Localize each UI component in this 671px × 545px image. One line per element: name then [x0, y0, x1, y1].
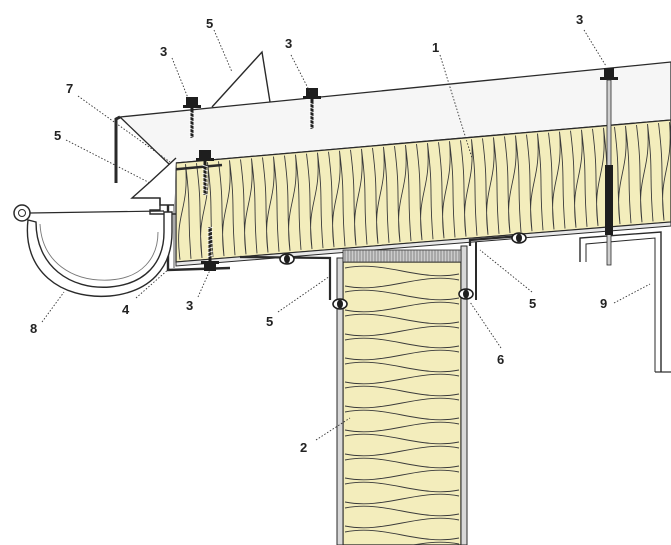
callout-3-top-middle: 3 [285, 36, 292, 51]
gutter-bead-inner [18, 209, 26, 217]
leader-lines [41, 29, 651, 441]
roof-insulation-fibres [178, 122, 671, 260]
wall-panel-right-face [460, 245, 468, 545]
callout-5-top: 5 [206, 16, 213, 31]
bolt-icon [604, 68, 614, 78]
callout-3-bottom: 3 [186, 298, 193, 313]
callout-4: 4 [122, 302, 130, 317]
seal-strip-hatch [344, 250, 460, 262]
gutter-bead [13, 204, 31, 222]
drip-flashing [130, 157, 177, 206]
gutter-bracket [149, 198, 176, 215]
leader-3b [290, 54, 311, 93]
leader-2 [315, 417, 351, 441]
callout-3-top-right: 3 [576, 12, 583, 27]
callout-1: 1 [432, 40, 439, 55]
gutter-inner-line [39, 223, 159, 281]
leader-4 [135, 267, 171, 299]
screw-group [183, 88, 321, 271]
leader-3a [171, 57, 189, 99]
support-structure [579, 231, 662, 372]
roof-fibre-lines [178, 122, 671, 260]
bolt-sleeve [605, 165, 613, 235]
leader-8 [41, 291, 65, 323]
top-flashing [211, 50, 271, 108]
flashing-left-under-roof [239, 255, 332, 300]
callout-6: 6 [497, 352, 504, 367]
callout-7: 7 [66, 81, 73, 96]
roof-top-sheet-edge [114, 115, 121, 183]
wall-fibre-lines [344, 265, 460, 545]
support-structure-inner [585, 237, 656, 372]
callout-3-top-left: 3 [160, 44, 167, 59]
wall-panel-left-face [336, 257, 344, 545]
callout-5-bottom-left: 5 [266, 314, 273, 329]
leader-3d [197, 269, 211, 298]
callout-5-bottom-right: 5 [529, 296, 536, 311]
through-bolt [600, 68, 618, 266]
callout-2: 2 [300, 440, 307, 455]
leader-9 [613, 283, 651, 304]
roof-panel-bottom-sheet [175, 221, 671, 267]
leader-5a [65, 139, 151, 184]
wall-insulation-panel [342, 261, 462, 545]
leader-1 [439, 54, 473, 159]
rivet-icon [332, 298, 348, 310]
rivet-group [279, 232, 527, 310]
leader-5d [479, 249, 533, 293]
leader-7 [77, 95, 171, 163]
self-drilling-screw-icon [303, 88, 321, 130]
self-drilling-screw-icon [196, 150, 214, 196]
callout-9: 9 [600, 296, 607, 311]
rivet-icon [279, 253, 295, 265]
leader-6 [469, 301, 502, 349]
callout-labels: 1 2 3 3 3 3 4 5 5 5 5 6 7 8 9 [30, 12, 607, 455]
leader-5b [213, 29, 233, 73]
self-drilling-screw-icon [201, 226, 219, 271]
gutter-rim [29, 210, 165, 214]
callout-5-left: 5 [54, 128, 61, 143]
bolt-washer [600, 77, 618, 80]
eave-profile-top [167, 163, 223, 172]
gutter [26, 211, 173, 298]
self-drilling-screw-icon [183, 97, 201, 139]
rivet-icon [511, 232, 527, 244]
callout-8: 8 [30, 321, 37, 336]
wall-insulation-fibres [344, 265, 460, 545]
leader-3c [583, 29, 607, 67]
flashing-right-under-roof [468, 234, 521, 246]
rivet-icon [458, 288, 474, 300]
sealing-strip [342, 249, 462, 263]
leader-5c [277, 275, 331, 313]
